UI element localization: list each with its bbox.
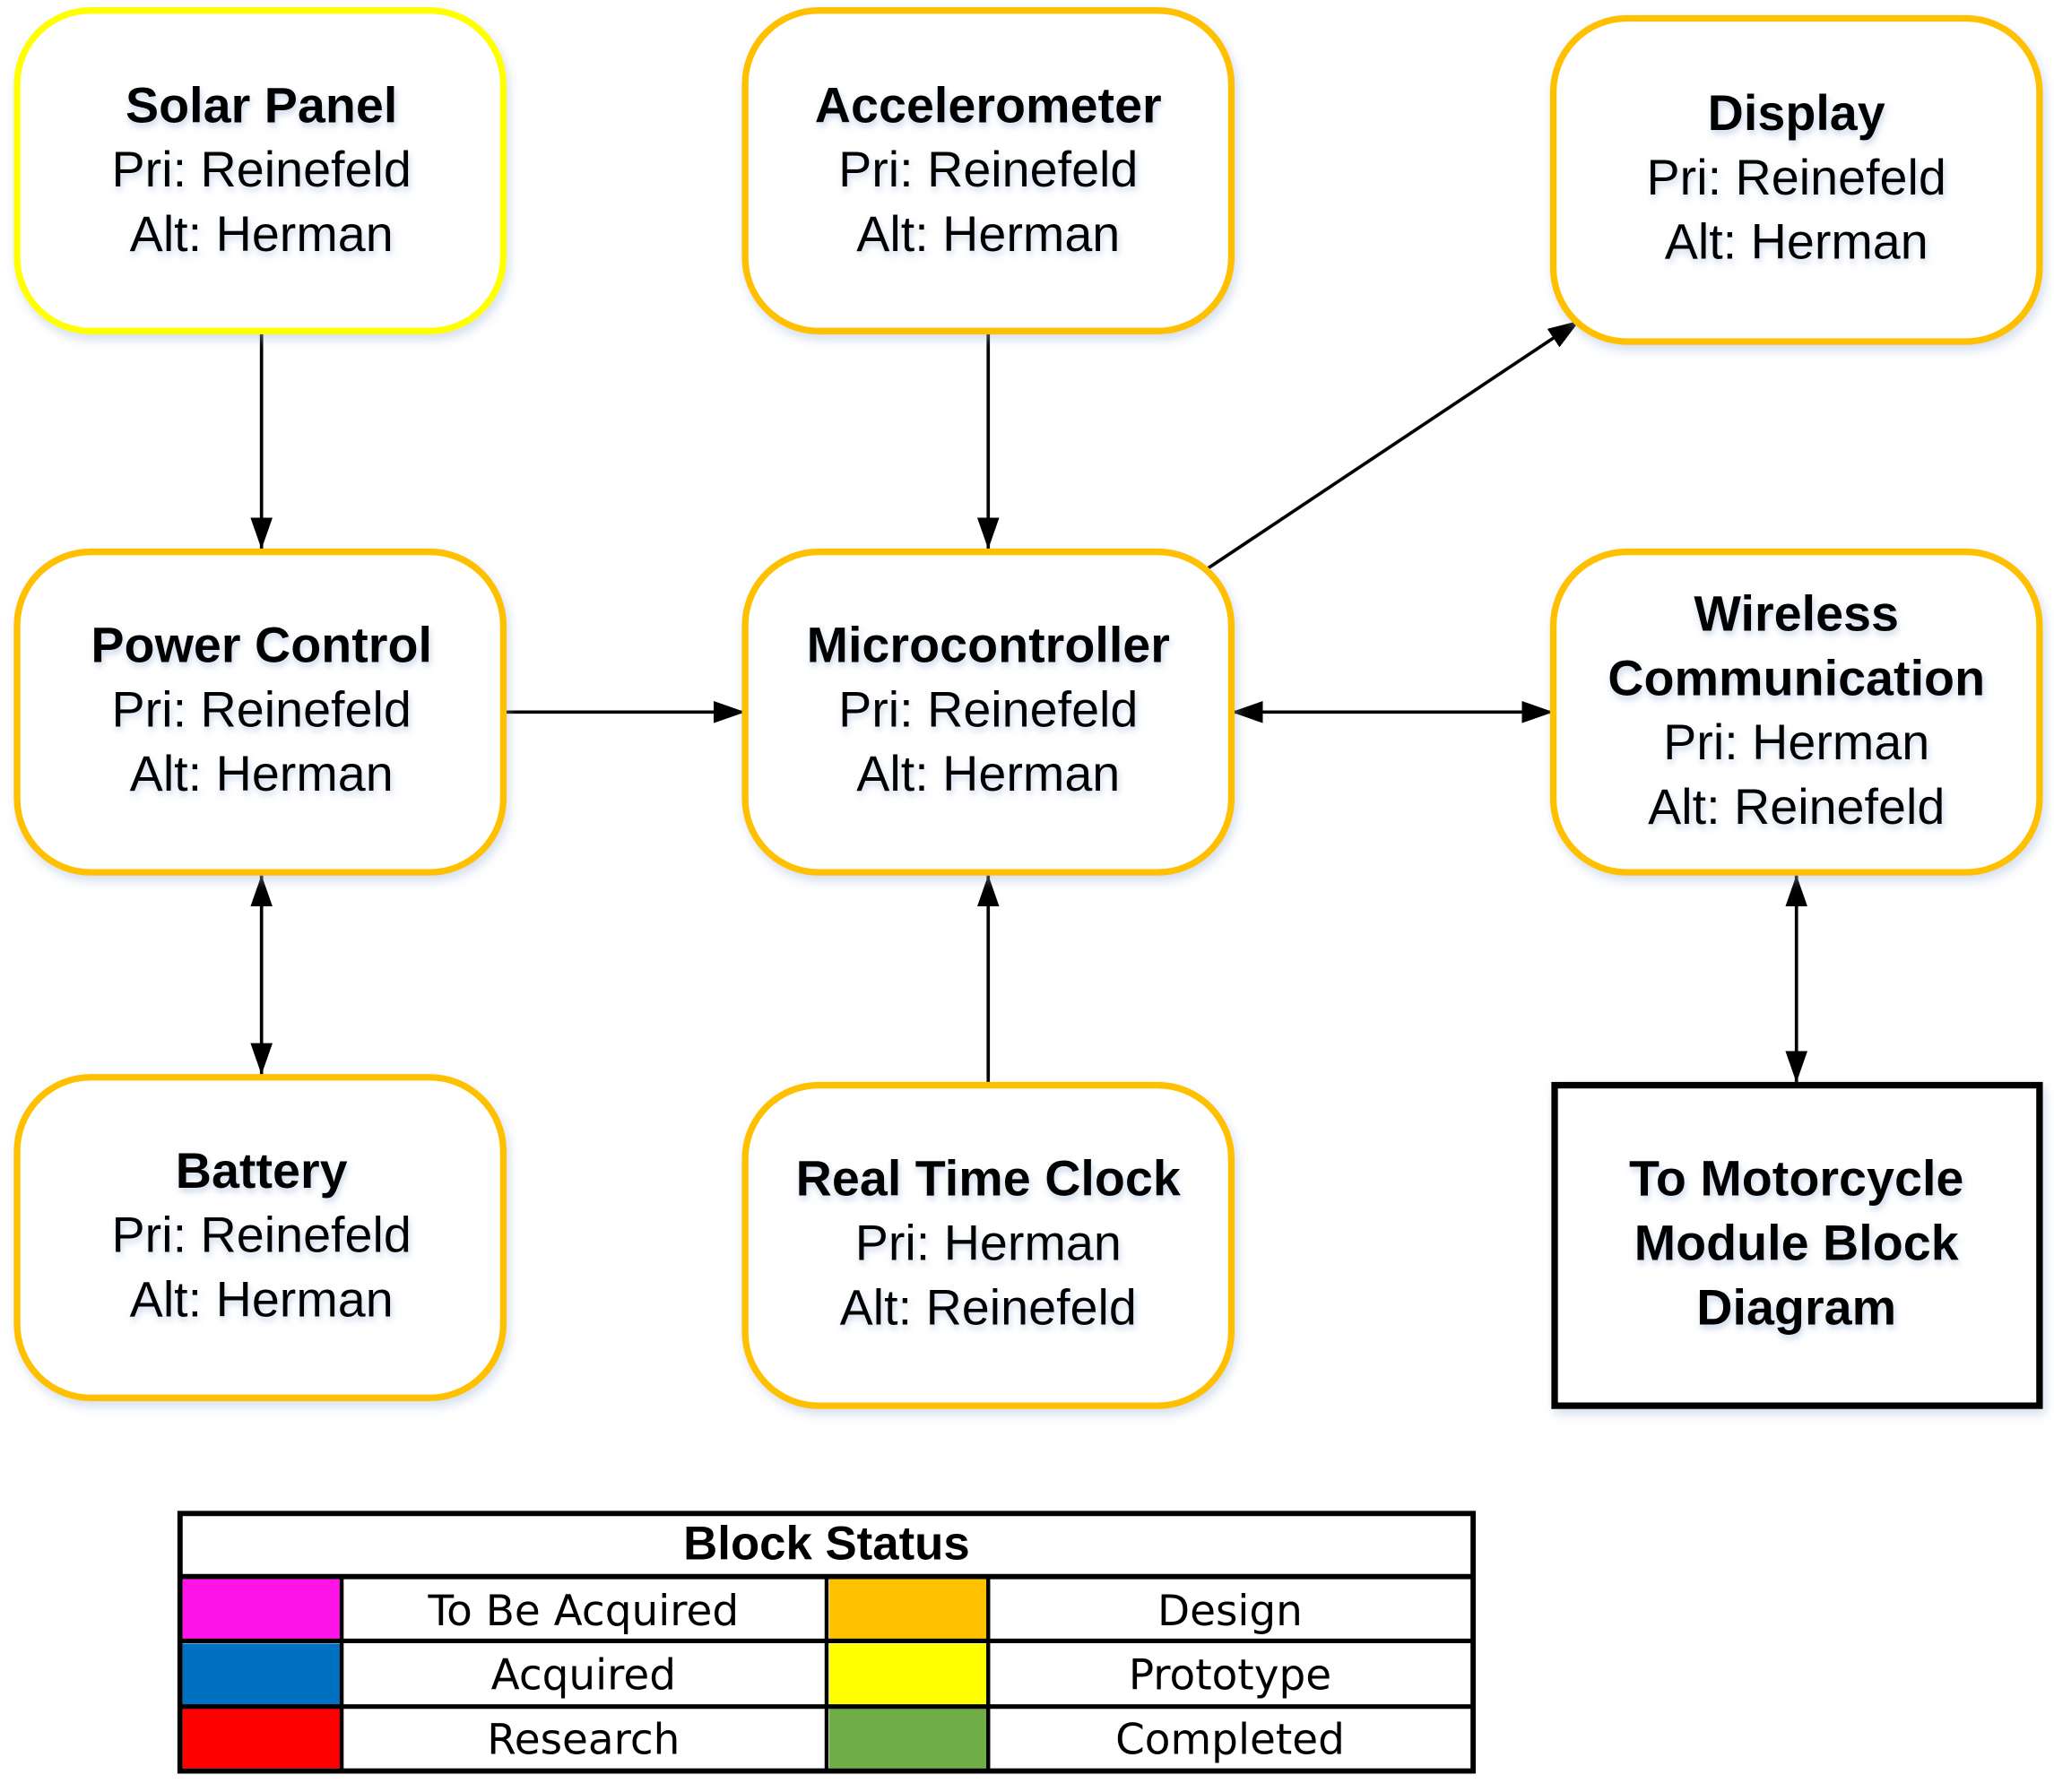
block-alternate: Alt: Herman bbox=[130, 206, 394, 262]
block-title-line2: Module Block bbox=[1634, 1215, 1960, 1270]
block-title-line2: Communication bbox=[1608, 650, 1985, 706]
block-to-motorcycle-module-text: To Motorcycle Module Block Diagram bbox=[1629, 1151, 1963, 1336]
block-alternate: Alt: Reinefeld bbox=[1648, 779, 1945, 835]
block-border bbox=[741, 7, 1235, 334]
block-title: Battery bbox=[176, 1143, 348, 1199]
connector-micro-to-display bbox=[1200, 319, 1581, 575]
block-display-text: Display Pri: Reinefeld Alt: Herman bbox=[1647, 85, 1946, 270]
block-alternate: Alt: Herman bbox=[130, 1271, 394, 1327]
block-alternate: Alt: Reinefeld bbox=[840, 1279, 1137, 1335]
legend-label-prototype: Prototype bbox=[1129, 1651, 1331, 1701]
block-wireless-communication[interactable] bbox=[1549, 548, 2043, 876]
block-primary: Pri: Reinefeld bbox=[1647, 150, 1946, 205]
block-title: Microcontroller bbox=[807, 618, 1170, 673]
block-wireless-communication-text: Wireless Communication Pri: Herman Alt: … bbox=[1608, 585, 1985, 834]
legend-swatch-to-be-acquired bbox=[182, 1579, 341, 1641]
block-title: Real Time Clock bbox=[796, 1151, 1182, 1207]
block-primary: Pri: Herman bbox=[855, 1215, 1122, 1270]
block-border bbox=[741, 548, 1235, 876]
block-accelerometer-text: Accelerometer Pri: Reinefeld Alt: Herman bbox=[815, 77, 1162, 262]
block-primary: Pri: Reinefeld bbox=[112, 1208, 412, 1263]
block-title-line3: Diagram bbox=[1696, 1279, 1896, 1335]
legend-swatch-prototype bbox=[828, 1643, 987, 1706]
block-border bbox=[1549, 548, 2043, 876]
legend-block-status: Block Status To Be Acquired Design Acqui… bbox=[177, 1511, 1477, 1774]
block-accelerometer[interactable] bbox=[741, 7, 1235, 334]
legend-label-design: Design bbox=[1157, 1587, 1303, 1636]
block-microcontroller-text: Microcontroller Pri: Reinefeld Alt: Herm… bbox=[807, 618, 1170, 802]
block-primary: Pri: Herman bbox=[1663, 714, 1929, 770]
legend-label-to-be-acquired: To Be Acquired bbox=[427, 1587, 739, 1636]
block-border bbox=[1549, 14, 2043, 345]
block-battery[interactable] bbox=[13, 1074, 507, 1402]
legend-swatch-acquired bbox=[182, 1643, 341, 1706]
block-power-control[interactable] bbox=[13, 548, 507, 876]
block-border bbox=[13, 1074, 507, 1402]
block-real-time-clock-text: Real Time Clock Pri: Herman Alt: Reinefe… bbox=[796, 1151, 1182, 1336]
legend-label-acquired: Acquired bbox=[491, 1651, 676, 1701]
block-primary: Pri: Reinefeld bbox=[112, 142, 412, 197]
block-power-control-text: Power Control Pri: Reinefeld Alt: Herman bbox=[91, 618, 432, 802]
block-battery-text: Battery Pri: Reinefeld Alt: Herman bbox=[112, 1143, 412, 1328]
block-solar-panel-text: Solar Panel Pri: Reinefeld Alt: Herman bbox=[112, 77, 412, 262]
block-title: Display bbox=[1708, 85, 1885, 141]
block-primary: Pri: Reinefeld bbox=[838, 681, 1138, 737]
legend-swatch-research bbox=[182, 1708, 341, 1769]
block-title: Solar Panel bbox=[126, 77, 397, 133]
legend-label-research: Research bbox=[487, 1716, 680, 1765]
legend-swatch-design bbox=[828, 1579, 987, 1641]
block-alternate: Alt: Herman bbox=[1665, 214, 1928, 270]
block-to-motorcycle-module[interactable] bbox=[1551, 1081, 2043, 1409]
block-alternate: Alt: Herman bbox=[856, 746, 1120, 801]
legend-label-completed: Completed bbox=[1115, 1716, 1345, 1765]
block-title: To Motorcycle bbox=[1629, 1151, 1963, 1207]
block-primary: Pri: Reinefeld bbox=[112, 681, 412, 737]
block-solar-panel[interactable] bbox=[13, 7, 507, 334]
block-alternate: Alt: Herman bbox=[856, 206, 1120, 262]
block-border bbox=[13, 548, 507, 876]
block-title: Wireless bbox=[1694, 585, 1899, 641]
block-border bbox=[1551, 1081, 2043, 1409]
block-display[interactable] bbox=[1549, 14, 2043, 345]
block-real-time-clock[interactable] bbox=[741, 1081, 1235, 1409]
legend-swatch-completed bbox=[828, 1708, 987, 1769]
block-microcontroller[interactable] bbox=[741, 548, 1235, 876]
block-border bbox=[13, 7, 507, 334]
connectors bbox=[250, 319, 1808, 1083]
block-primary: Pri: Reinefeld bbox=[838, 142, 1138, 197]
legend-title: Block Status bbox=[683, 1518, 970, 1571]
block-title: Accelerometer bbox=[815, 77, 1162, 133]
block-title: Power Control bbox=[91, 618, 432, 673]
block-alternate: Alt: Herman bbox=[130, 746, 394, 801]
block-border bbox=[741, 1081, 1235, 1409]
